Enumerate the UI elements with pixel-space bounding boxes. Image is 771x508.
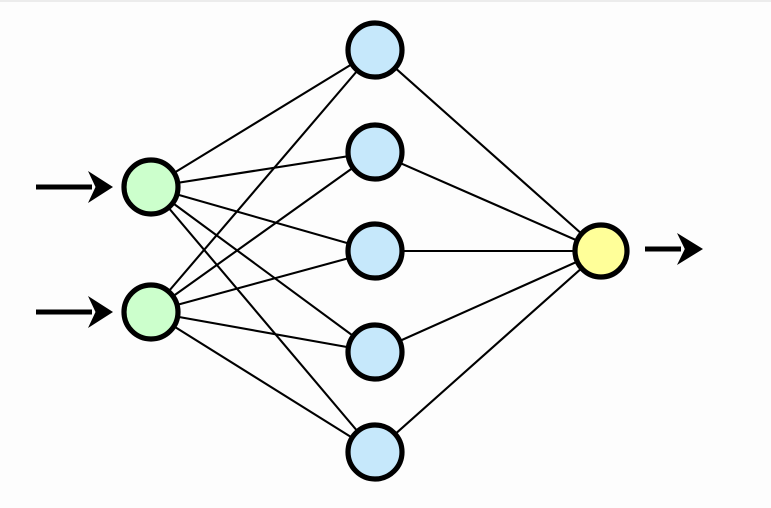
edge-in-2-to-h-3 <box>149 249 377 314</box>
edge-h-4-to-out-1 <box>373 249 603 354</box>
edge-in-1-to-h-1 <box>149 48 377 189</box>
edge-in-1-to-h-2 <box>149 150 377 189</box>
edge-in-2-to-h-5 <box>149 310 377 454</box>
edge-h-1-to-out-1 <box>373 48 603 253</box>
nodes-group <box>121 20 630 482</box>
arrows-group <box>36 171 703 328</box>
input-node-1[interactable] <box>121 157 181 217</box>
edge-h-2-to-out-1 <box>373 150 603 253</box>
edge-in-2-to-h-4 <box>149 310 377 354</box>
output-node-1[interactable] <box>572 222 630 280</box>
edge-in-1-to-h-5 <box>149 185 377 454</box>
input-arrow-1-head <box>88 171 113 203</box>
top-border-hairline <box>0 0 771 2</box>
edge-in-1-to-h-4 <box>149 185 377 354</box>
hidden-node-3[interactable] <box>345 221 405 281</box>
edge-in-2-to-h-1 <box>149 48 377 314</box>
edge-in-2-to-h-2 <box>149 150 377 314</box>
edge-h-5-to-out-1 <box>373 249 603 454</box>
output-arrow-1-head <box>677 233 703 265</box>
hidden-node-5[interactable] <box>345 422 405 482</box>
edge-in-1-to-h-3 <box>149 185 377 253</box>
input-arrow-2-head <box>88 296 113 328</box>
edges-group <box>149 48 603 454</box>
hidden-node-2[interactable] <box>345 122 405 182</box>
input-node-2[interactable] <box>121 282 181 342</box>
hidden-node-1[interactable] <box>345 20 405 80</box>
hidden-node-4[interactable] <box>345 322 405 382</box>
